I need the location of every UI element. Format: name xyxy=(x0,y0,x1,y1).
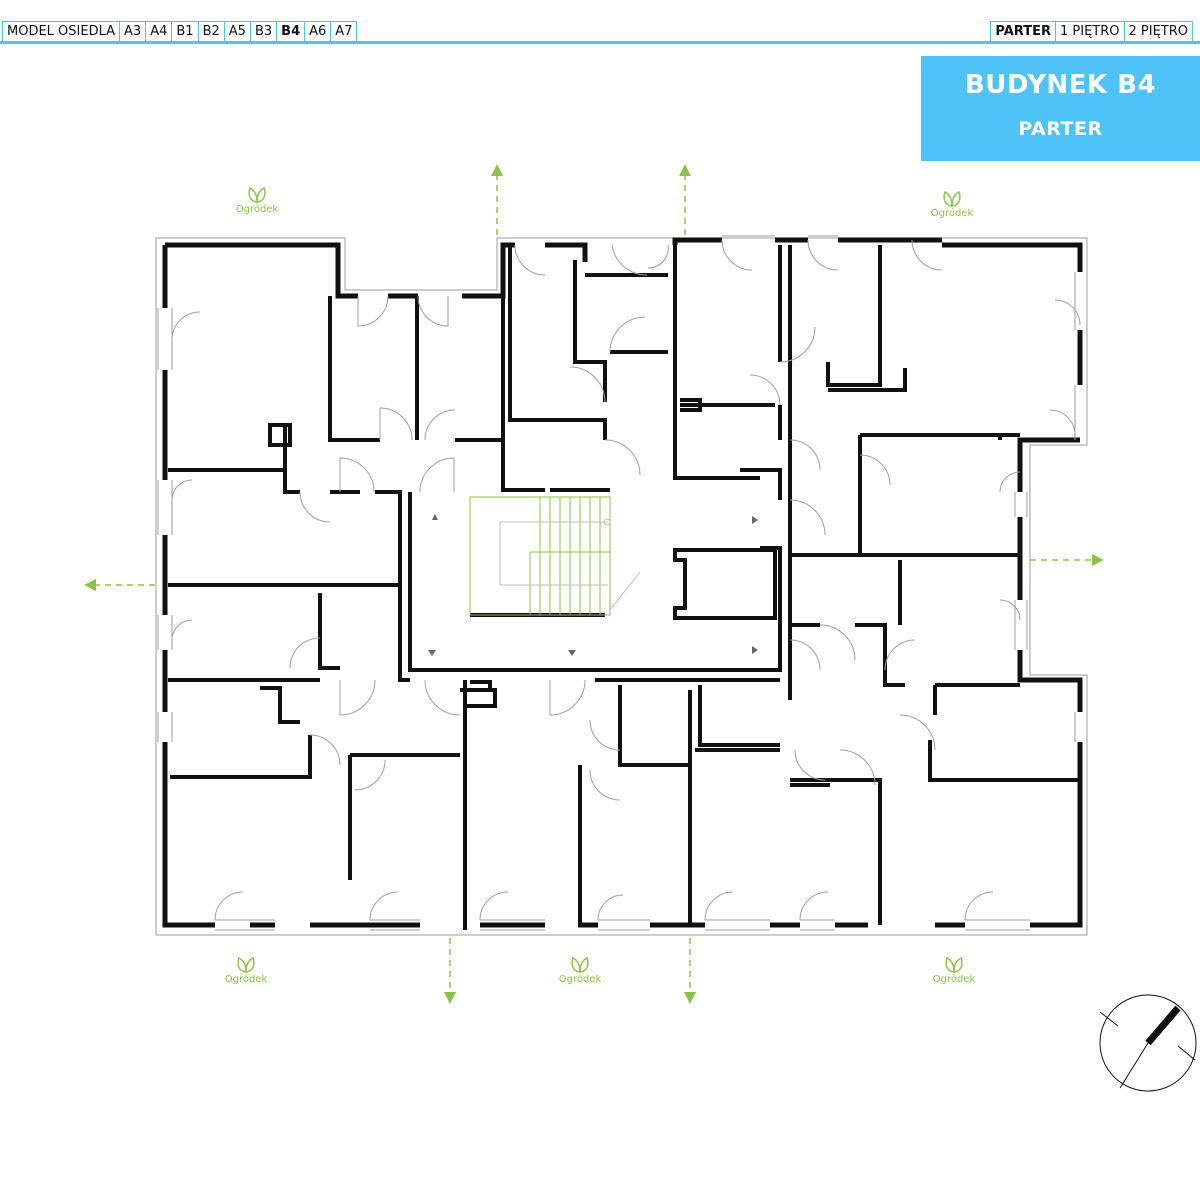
leaf-icon xyxy=(571,956,589,973)
door-swings xyxy=(171,239,1081,921)
garden-marker: Ogródek xyxy=(206,956,286,985)
garden-label: Ogródek xyxy=(558,974,602,985)
outer-outline xyxy=(155,237,1088,936)
windows xyxy=(157,235,1088,931)
garden-label: Ogródek xyxy=(224,974,268,985)
leaf-icon xyxy=(237,956,255,973)
garden-marker: Ogródek xyxy=(540,956,620,985)
floor-nav: PARTER 1 PIĘTRO 2 PIĘTRO xyxy=(990,21,1193,42)
top-navigation: MODEL OSIEDLA A3 A4 B1 B2 A5 B3 B4 A6 A7… xyxy=(0,0,1200,44)
nav-floor-1[interactable]: 1 PIĘTRO xyxy=(1055,21,1125,41)
nav-building-b2[interactable]: B2 xyxy=(197,21,225,41)
nav-underline xyxy=(0,41,1200,44)
nav-model-osiedla[interactable]: MODEL OSIEDLA xyxy=(2,21,121,41)
leaf-icon xyxy=(943,190,961,207)
floor-subtitle: PARTER xyxy=(1018,118,1103,140)
nav-building-a6[interactable]: A6 xyxy=(304,21,332,41)
entrance-arrows xyxy=(84,164,1104,1004)
leaf-icon xyxy=(248,186,266,203)
garden-marker: Ogródek xyxy=(217,186,297,215)
nav-building-b1[interactable]: B1 xyxy=(171,21,199,41)
garden-label: Ogródek xyxy=(932,974,976,985)
nav-floor-parter[interactable]: PARTER xyxy=(990,21,1056,41)
north-arrow-icon xyxy=(1099,994,1197,1092)
nav-building-a7[interactable]: A7 xyxy=(330,21,358,41)
stair-direction xyxy=(499,518,641,611)
nav-building-b4[interactable]: B4 xyxy=(276,21,306,41)
garden-label: Ogródek xyxy=(235,204,279,215)
garden-label: Ogródek xyxy=(930,208,974,219)
interior-walls xyxy=(168,245,1080,930)
level-markers xyxy=(428,514,758,656)
nav-building-a3[interactable]: A3 xyxy=(119,21,147,41)
leaf-icon xyxy=(945,956,963,973)
building-nav: MODEL OSIEDLA A3 A4 B1 B2 A5 B3 B4 A6 A7 xyxy=(2,21,358,42)
building-header: BUDYNEK B4 PARTER xyxy=(921,56,1200,161)
garden-marker: Ogródek xyxy=(914,956,994,985)
nav-floor-2[interactable]: 2 PIĘTRO xyxy=(1123,21,1193,41)
nav-building-b3[interactable]: B3 xyxy=(249,21,278,41)
exterior-walls xyxy=(162,237,1083,928)
building-title: BUDYNEK B4 xyxy=(964,70,1157,100)
garden-marker: Ogródek xyxy=(912,190,992,219)
staircase xyxy=(469,496,611,616)
